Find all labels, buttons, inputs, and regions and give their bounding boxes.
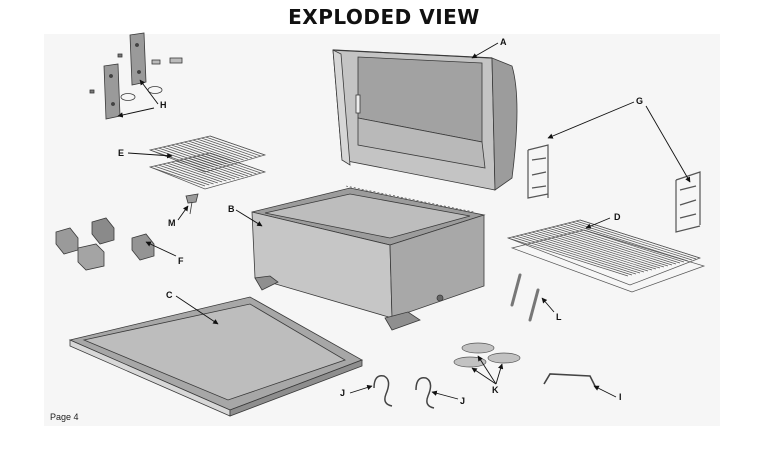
rack-wire (511, 236, 633, 276)
rack-wire (543, 228, 665, 268)
rack-wire (197, 138, 253, 159)
rack-wire (519, 234, 641, 274)
rack-wire (209, 135, 266, 156)
part-i-handle (543, 373, 597, 389)
callout-j-right: J (460, 396, 465, 406)
rack-wire (179, 159, 236, 180)
part-a-lid (332, 49, 518, 191)
part-e-cooking-grates (148, 135, 267, 190)
rack-wire (579, 219, 701, 259)
rack-wire (171, 161, 227, 182)
callout-labels: A B C D E F G H I J J K L M (118, 37, 643, 406)
rack-wire (188, 140, 244, 161)
callout-c: C (166, 290, 173, 300)
rack-wire (555, 225, 677, 265)
part-g-hangers (527, 144, 701, 233)
rack-wire (162, 163, 218, 184)
callout-d: D (614, 212, 621, 222)
callout-h: H (160, 100, 167, 110)
part-b-firebox (251, 185, 486, 331)
part-h-mounting-plates (89, 32, 183, 120)
rack-wire (209, 152, 266, 173)
callout-i: I (619, 392, 622, 402)
callout-b: B (228, 204, 235, 214)
rack-wire (205, 136, 261, 157)
rack-wire (523, 233, 645, 273)
callout-l: L (556, 312, 562, 322)
rack-wire (192, 156, 248, 177)
rack-wire (527, 232, 649, 272)
part-l-rods (510, 273, 540, 322)
rack-wire (175, 160, 231, 181)
rack-wire (205, 153, 261, 174)
part-j-hooks (373, 375, 435, 409)
page-number: Page 4 (50, 412, 79, 422)
part-m-knob (185, 193, 199, 215)
callout-f: F (178, 256, 184, 266)
rack-wire (154, 165, 210, 186)
rack-wire (559, 224, 681, 264)
rack-wire (507, 237, 629, 277)
rack-wire (184, 158, 240, 179)
rack-wire (551, 226, 673, 266)
part-k-briquettes (453, 342, 521, 368)
rack-wire (535, 230, 657, 270)
part-c-drip-tray (68, 296, 363, 417)
callout-g: G (636, 96, 643, 106)
rack-wire (188, 157, 244, 178)
rack-wire (563, 223, 685, 263)
rack-wire (531, 231, 653, 271)
rack-wire (197, 155, 253, 176)
callout-e: E (118, 148, 124, 158)
rack-wire (567, 222, 689, 262)
rack-wire (201, 137, 257, 158)
part-d-warming-rack (506, 219, 706, 293)
rack-wire (167, 162, 223, 183)
part-f-brackets (55, 217, 155, 271)
callout-leaders (117, 42, 691, 400)
rack-wire (575, 220, 697, 260)
rack-wire (192, 139, 248, 160)
page-title: EXPLODED VIEW (288, 5, 480, 29)
rack-wire (515, 235, 637, 275)
callout-m: M (168, 218, 176, 228)
rack-wire (149, 166, 206, 187)
callout-j-left: J (340, 388, 345, 398)
rack-wire (539, 229, 661, 269)
rack-wire (201, 154, 257, 175)
callout-k: K (492, 385, 499, 395)
rack-wire (158, 164, 214, 185)
rack-wire (571, 221, 693, 261)
callout-a: A (500, 37, 507, 47)
rack-wire (547, 227, 669, 267)
rack-wire (184, 141, 240, 162)
